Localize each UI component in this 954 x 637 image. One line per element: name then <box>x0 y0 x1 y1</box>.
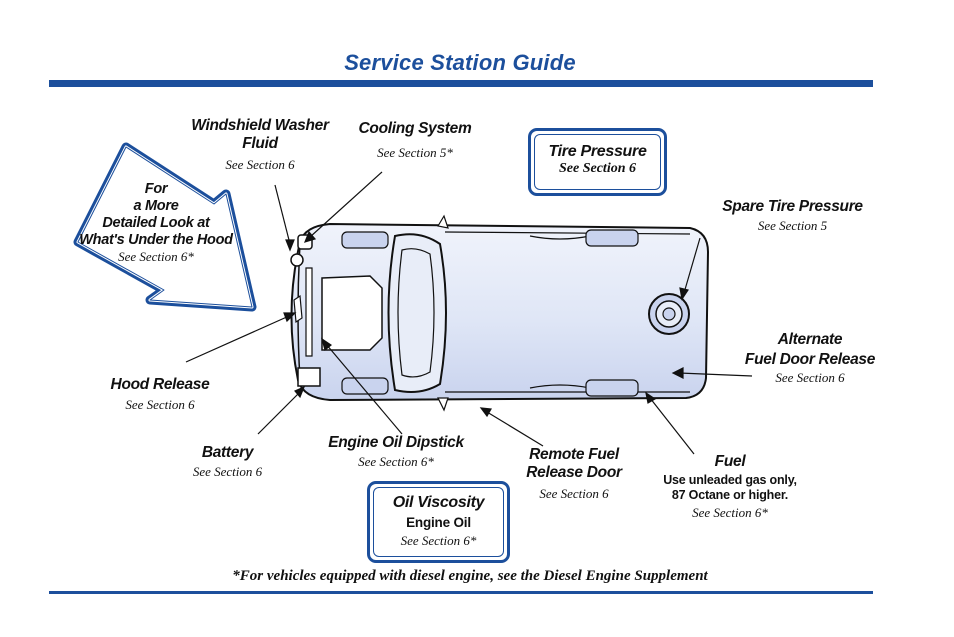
battery-heading: Battery <box>201 444 254 461</box>
oil-viscosity-box: Oil Viscosity Engine Oil See Section 6* <box>367 481 510 563</box>
page-title: Service Station Guide <box>344 50 576 75</box>
alt-fuel-ref: See Section 6 <box>775 369 845 385</box>
oil-viscosity-ref: See Section 6* <box>400 533 477 548</box>
hood-callout-line-1: For <box>144 181 168 197</box>
label-hood-release: Hood Release See Section 6 <box>95 376 225 413</box>
remote-fuel-heading-line-2: Release Door <box>526 464 622 482</box>
dipstick-ref: See Section 6* <box>358 454 434 470</box>
fuel-heading: Fuel <box>714 453 746 470</box>
fuel-ref: See Section 6* <box>692 504 768 520</box>
hood-callout-line-3: Detailed Look at <box>102 215 210 232</box>
spare-tire-ref: See Section 5 <box>757 218 828 234</box>
hood-callout-arrow <box>73 142 257 312</box>
dipstick-heading: Engine Oil Dipstick <box>328 434 464 451</box>
hood-callout-ref: See Section 6* <box>118 249 194 265</box>
header-rule <box>49 80 873 87</box>
washer-heading-line-1: Windshield Washer <box>191 117 329 134</box>
diesel-footnote: *For vehicles equipped with diesel engin… <box>232 568 708 584</box>
label-engine-oil-dipstick: Engine Oil Dipstick See Section 6* <box>320 434 472 470</box>
alt-fuel-heading-line-2: Fuel Door Release <box>744 351 876 369</box>
tire-pressure-box: Tire Pressure See Section 6 <box>528 128 667 196</box>
remote-fuel-heading-line-1: Remote Fuel <box>529 446 619 463</box>
hood-release-ref: See Section 6 <box>125 397 195 413</box>
label-cooling-system: Cooling System See Section 5* <box>345 120 485 161</box>
washer-heading-line-2: Fluid <box>242 135 278 153</box>
cooling-heading: Cooling System <box>358 120 472 137</box>
oil-viscosity-sub: Engine Oil <box>406 515 471 530</box>
hood-release-heading: Hood Release <box>110 376 210 393</box>
label-fuel: Fuel Use unleaded gas only, 87 Octane or… <box>650 453 810 520</box>
label-alternate-fuel-door: Alternate Fuel Door Release See Section … <box>740 331 880 385</box>
battery-ref: See Section 6 <box>192 464 263 480</box>
tire-pressure-ref: See Section 6 <box>559 161 636 176</box>
washer-ref: See Section 6 <box>225 156 295 172</box>
tire-pressure-heading: Tire Pressure <box>548 143 647 160</box>
spare-tire-heading: Spare Tire Pressure <box>722 198 863 215</box>
label-spare-tire-pressure: Spare Tire Pressure See Section 5 <box>705 198 880 234</box>
label-battery: Battery See Section 6 <box>170 444 285 480</box>
hood-callout-text: For a More Detailed Look at What's Under… <box>66 181 246 265</box>
leader-lines <box>185 171 753 455</box>
fuel-line-2: 87 Octane or higher. <box>671 488 789 503</box>
hood-callout-line-4: What's Under the Hood <box>79 232 233 249</box>
footer-rule <box>49 591 873 594</box>
car-body <box>290 214 710 412</box>
hood-callout-line-2: a More <box>133 198 179 215</box>
label-washer-fluid: Windshield Washer Fluid See Section 6 <box>180 117 340 172</box>
remote-fuel-ref: See Section 6 <box>539 485 609 501</box>
oil-viscosity-heading: Oil Viscosity <box>392 494 485 511</box>
label-remote-fuel-release: Remote Fuel Release Door See Section 6 <box>510 446 638 501</box>
fuel-line-1: Use unleaded gas only, <box>663 473 797 488</box>
cooling-ref: See Section 5* <box>377 145 453 161</box>
alt-fuel-heading-line-1: Alternate <box>777 331 843 348</box>
